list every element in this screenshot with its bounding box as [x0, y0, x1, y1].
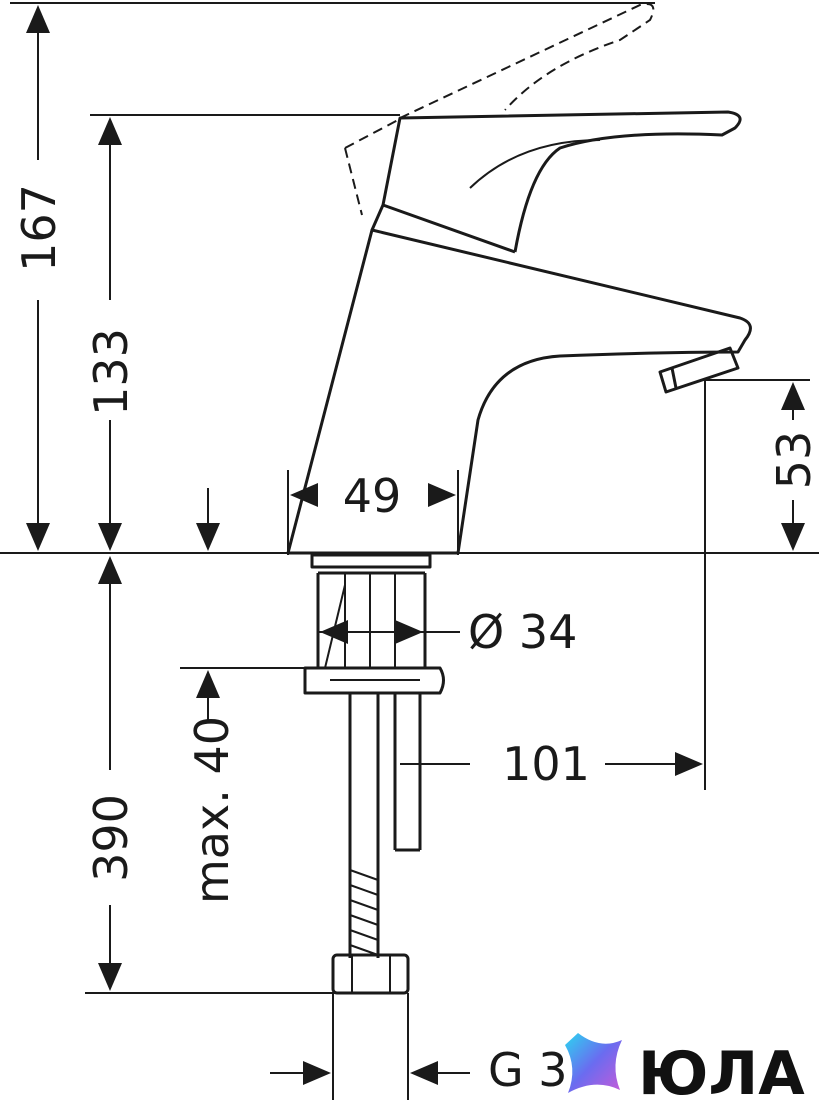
label-101: 101 [502, 737, 590, 791]
brand-logo: ЮЛА [565, 1033, 805, 1100]
label-connection: G 3 [488, 1043, 568, 1097]
label-diameter-34: Ø 34 [468, 605, 577, 659]
dimension-max-40 [196, 488, 220, 720]
star-icon [565, 1033, 622, 1093]
faucet-body [286, 110, 752, 569]
mounting-assembly [303, 571, 445, 995]
label-max-40: max. 40 [185, 716, 239, 904]
dimension-133 [98, 117, 122, 551]
dimension-167 [26, 5, 50, 551]
label-49: 49 [343, 469, 402, 523]
label-390: 390 [84, 794, 138, 882]
lever-raised-outline [344, 3, 655, 216]
dimension-connection [270, 1061, 470, 1085]
dimension-390 [98, 556, 122, 991]
dimension-diameter-34 [318, 620, 460, 644]
brand-name: ЮЛА [638, 1039, 805, 1100]
label-53: 53 [767, 431, 819, 490]
label-133: 133 [84, 328, 138, 416]
label-167: 167 [12, 184, 66, 272]
dimension-53 [781, 382, 805, 551]
dimension-101 [400, 752, 703, 776]
